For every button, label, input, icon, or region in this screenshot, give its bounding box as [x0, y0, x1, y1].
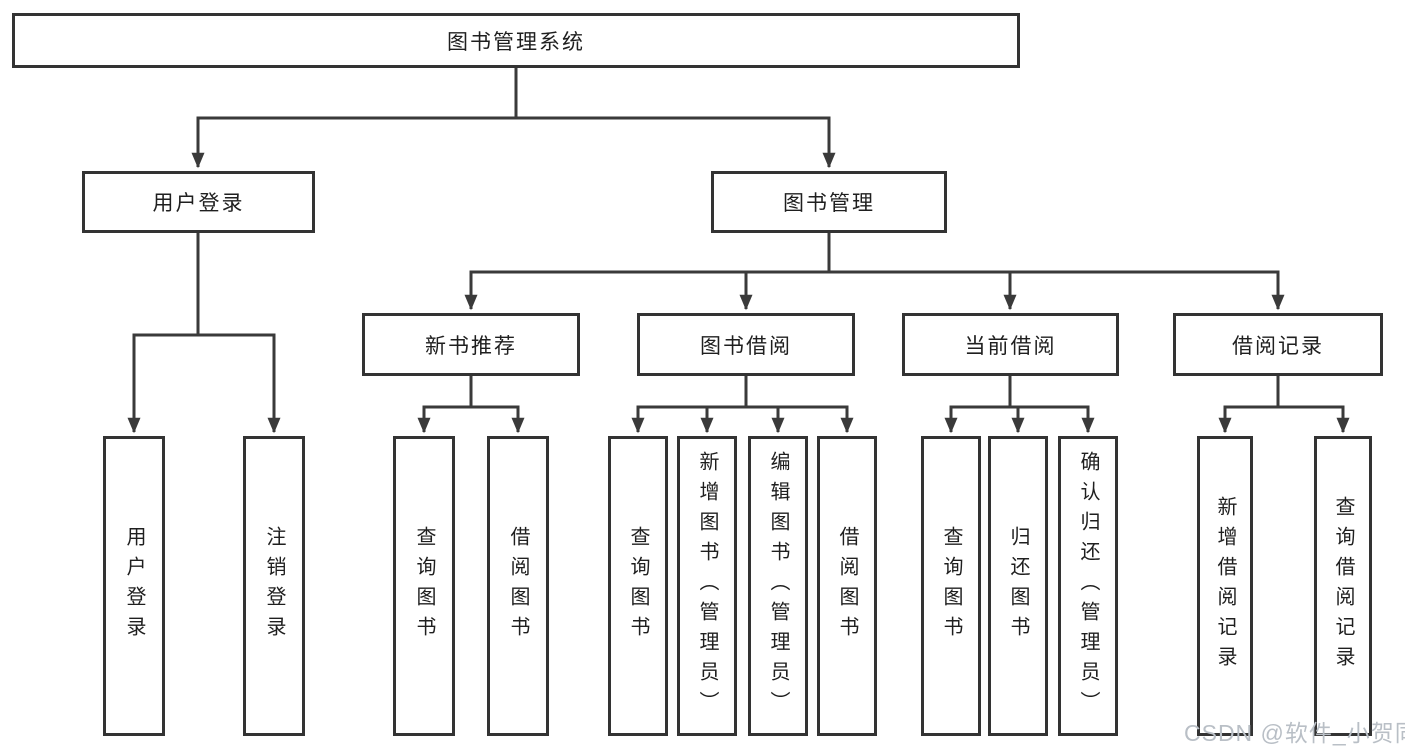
- leaf-borrow-books-recommend: 借阅图书: [487, 436, 549, 736]
- leaf-user-login: 用户登录: [103, 436, 165, 736]
- node-label: 查询借阅记录: [1332, 496, 1354, 676]
- node-label: 确认归还（管理员）: [1077, 451, 1099, 721]
- node-label: 新增借阅记录: [1214, 496, 1236, 676]
- node-label: 图书管理: [783, 192, 875, 215]
- leaf-add-borrow-record: 新增借阅记录: [1197, 436, 1253, 736]
- node-label: 当前借阅: [964, 334, 1057, 358]
- leaf-add-books-admin: 新增图书（管理员）: [677, 436, 737, 736]
- node-new-book-recommend: 新书推荐: [362, 313, 580, 376]
- node-label: 查询图书: [413, 526, 435, 646]
- node-label: 查询图书: [940, 526, 962, 646]
- node-user-login: 用户登录: [82, 171, 315, 233]
- node-library-management-system: 图书管理系统: [12, 13, 1020, 68]
- leaf-confirm-return-admin: 确认归还（管理员）: [1058, 436, 1118, 736]
- leaf-query-books-recommend: 查询图书: [393, 436, 455, 736]
- leaf-borrow-books-borrowing: 借阅图书: [817, 436, 877, 736]
- watermark-text: CSDN @软件_小贺同学: [1184, 720, 1405, 746]
- leaf-logout: 注销登录: [243, 436, 305, 736]
- node-current-borrowing: 当前借阅: [902, 313, 1119, 376]
- leaf-return-books: 归还图书: [988, 436, 1048, 736]
- node-label: 借阅图书: [836, 526, 858, 646]
- node-label: 借阅图书: [507, 526, 529, 646]
- node-label: 用户登录: [123, 526, 145, 646]
- node-label: 用户登录: [152, 192, 245, 215]
- node-book-borrowing: 图书借阅: [637, 313, 855, 376]
- leaf-query-books-current: 查询图书: [921, 436, 981, 736]
- leaf-edit-books-admin: 编辑图书（管理员）: [748, 436, 808, 736]
- leaf-query-books-borrowing: 查询图书: [608, 436, 668, 736]
- node-label: 新增图书（管理员）: [696, 451, 718, 721]
- node-label: 查询图书: [627, 526, 649, 646]
- node-label: 编辑图书（管理员）: [767, 451, 789, 721]
- leaf-query-borrow-record: 查询借阅记录: [1314, 436, 1372, 736]
- node-book-management: 图书管理: [711, 171, 947, 233]
- node-label: 注销登录: [263, 526, 285, 646]
- node-label: 新书推荐: [425, 334, 517, 358]
- node-label: 图书借阅: [700, 334, 792, 358]
- node-label: 借阅记录: [1232, 334, 1324, 358]
- node-borrow-records: 借阅记录: [1173, 313, 1383, 376]
- node-label: 图书管理系统: [447, 30, 585, 54]
- node-label: 归还图书: [1007, 526, 1029, 646]
